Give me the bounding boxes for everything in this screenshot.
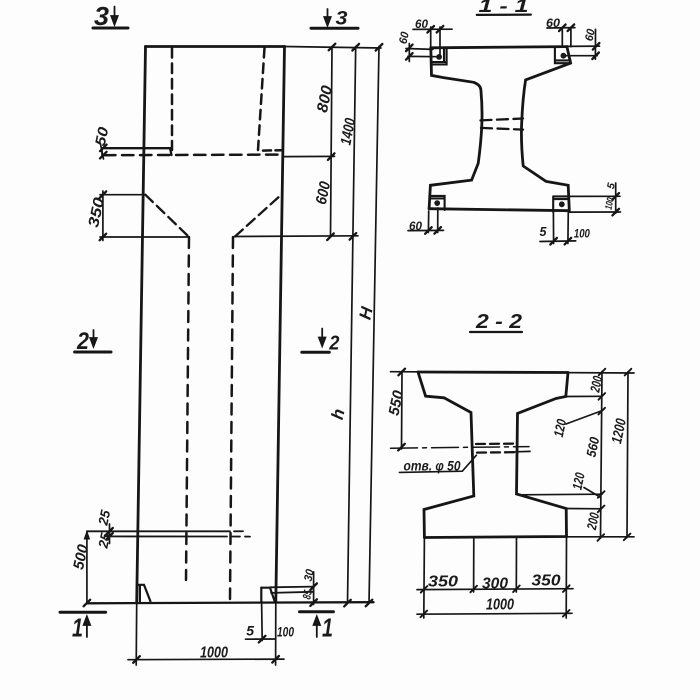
svg-text:300: 300	[482, 576, 508, 593]
svg-text:200: 200	[587, 374, 605, 394]
svg-text:60: 60	[546, 18, 561, 30]
svg-text:100: 100	[604, 196, 617, 210]
svg-text:800: 800	[314, 84, 336, 114]
svg-text:60: 60	[398, 30, 412, 45]
svg-text:1000: 1000	[200, 645, 228, 662]
svg-text:60: 60	[409, 219, 422, 233]
svg-text:600: 600	[313, 180, 334, 206]
svg-text:3: 3	[94, 1, 110, 31]
svg-text:100: 100	[574, 226, 590, 240]
svg-text:500: 500	[70, 542, 92, 571]
svg-text:1000: 1000	[486, 597, 514, 614]
svg-text:3: 3	[336, 9, 348, 30]
svg-text:2 - 2: 2 - 2	[475, 311, 522, 333]
svg-text:25: 25	[95, 531, 113, 550]
svg-text:350: 350	[428, 574, 458, 591]
svg-text:5: 5	[540, 225, 548, 239]
svg-text:1 - 1: 1 - 1	[479, 0, 529, 16]
svg-text:50: 50	[93, 126, 113, 148]
svg-text:H: H	[356, 304, 377, 321]
svg-text:120: 120	[569, 471, 587, 491]
svg-text:1: 1	[72, 613, 83, 643]
svg-text:25: 25	[95, 508, 113, 527]
svg-text:100: 100	[277, 625, 294, 640]
svg-text:1400: 1400	[337, 116, 359, 146]
svg-text:560: 560	[583, 435, 602, 458]
svg-text:2: 2	[329, 333, 340, 355]
svg-text:30: 30	[303, 568, 317, 583]
svg-text:120: 120	[551, 417, 569, 438]
svg-text:отв. φ 50: отв. φ 50	[404, 458, 461, 474]
svg-text:350: 350	[532, 573, 561, 590]
svg-text:550: 550	[385, 388, 407, 417]
svg-text:350: 350	[85, 195, 108, 229]
svg-text:60: 60	[415, 19, 429, 31]
svg-text:1200: 1200	[609, 417, 630, 445]
svg-text:200: 200	[584, 511, 602, 532]
svg-text:h: h	[328, 407, 349, 421]
svg-text:5: 5	[605, 182, 618, 190]
svg-text:60: 60	[584, 27, 598, 42]
svg-text:5: 5	[246, 623, 254, 639]
svg-text:85: 85	[301, 589, 315, 601]
svg-text:2: 2	[76, 328, 89, 355]
svg-text:1: 1	[322, 613, 333, 643]
